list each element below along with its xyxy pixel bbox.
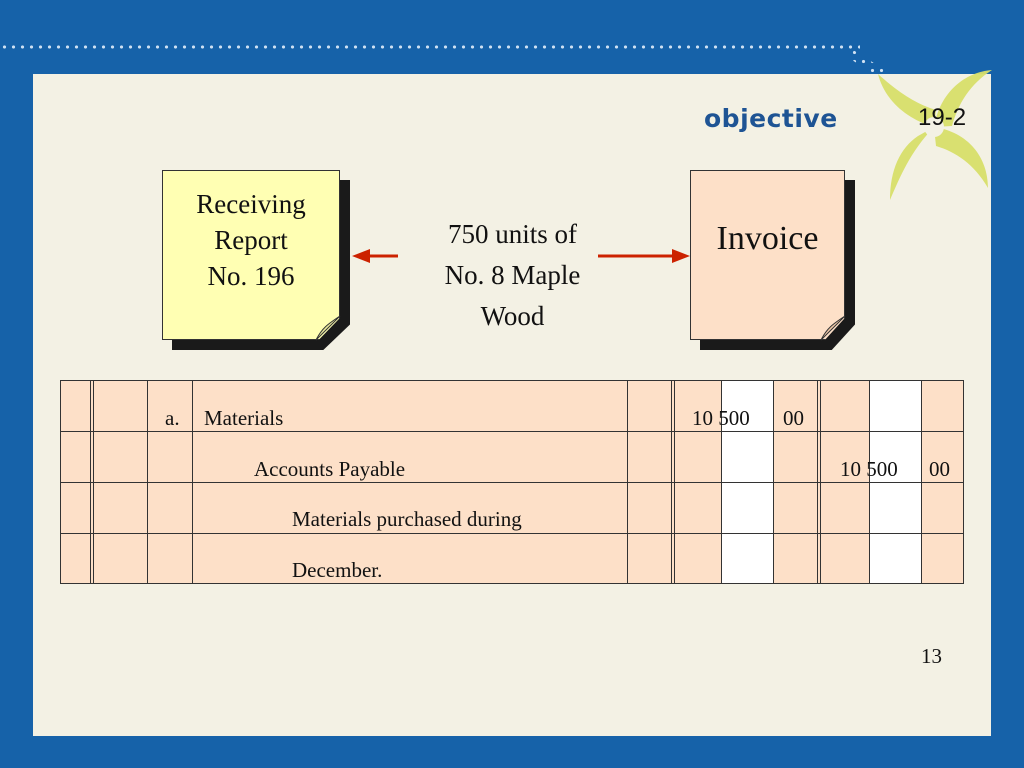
invoice-face: Invoice (690, 170, 845, 340)
material-description-line1: 750 units of (447, 219, 577, 249)
receiving-report-document: Receiving Report No. 196 (162, 170, 352, 350)
receiving-report-line3: No. 196 (207, 261, 295, 291)
page-fold-icon (316, 316, 341, 341)
invoice-document: Invoice (690, 170, 860, 350)
material-description-line2: No. 8 Maple (444, 260, 581, 290)
page-fold-icon (821, 316, 846, 341)
journal-row-2-credit-dollars: 10 500 (840, 457, 898, 481)
swirl-logo-icon (878, 70, 992, 200)
receiving-report-line1: Receiving (196, 189, 306, 219)
journal-row-4-description: December. (292, 558, 383, 582)
journal-row-3-description: Materials purchased during (292, 507, 522, 531)
journal-row-2-credit-cents: 00 (929, 457, 950, 481)
page-number: 13 (921, 644, 942, 668)
journal-row-1-description: Materials (204, 406, 284, 430)
row-divider (61, 431, 963, 432)
material-description: 750 units of No. 8 Maple Wood (410, 214, 615, 337)
row-divider (61, 533, 963, 534)
objective-number: 19-2 (918, 104, 967, 131)
journal-row-1-debit-dollars: 10 500 (692, 406, 750, 430)
material-description-line3: Wood (480, 301, 545, 331)
receiving-report-face: Receiving Report No. 196 (162, 170, 340, 340)
journal-row-2-description: Accounts Payable (254, 457, 406, 481)
dotted-line-decoration (0, 44, 860, 50)
receiving-report-line2: Report (214, 225, 288, 255)
objective-label: objective (704, 104, 838, 133)
journal-row-1-debit-cents: 00 (783, 406, 804, 430)
journal-row-1-date: a. (165, 406, 180, 430)
row-divider (61, 482, 963, 483)
invoice-label: Invoice (716, 220, 819, 257)
general-journal-table: a. Materials 10 500 00 Accounts Payable … (60, 380, 964, 584)
